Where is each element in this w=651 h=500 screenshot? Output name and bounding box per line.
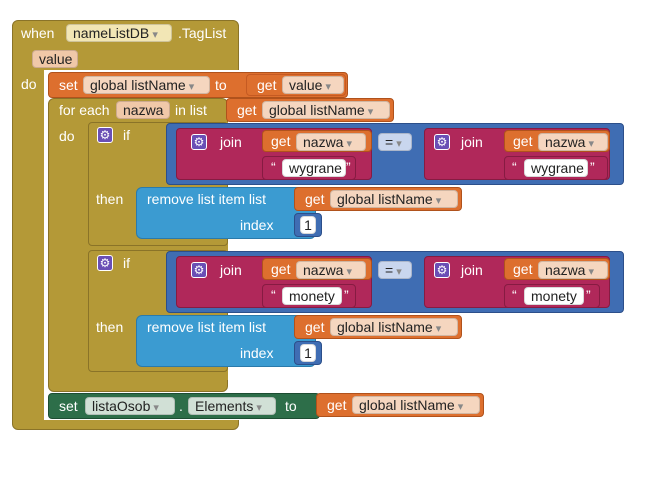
index-label: index: [240, 217, 274, 233]
get-label: get: [271, 261, 291, 277]
get-list-dropdown[interactable]: global listName: [262, 101, 390, 119]
if-label: if: [123, 127, 130, 143]
gear-icon[interactable]: ⚙: [191, 134, 207, 150]
join-label: join: [220, 262, 242, 278]
remove-list-item-block-1[interactable]: [136, 187, 316, 239]
get-value-dropdown[interactable]: value: [282, 76, 344, 94]
index-label: index: [240, 345, 274, 361]
remove-list-item-label: remove list item list: [147, 319, 267, 335]
close-quote: ”: [346, 159, 351, 175]
compare-operator-dropdown[interactable]: =: [378, 133, 412, 151]
event-name-label: .TagList: [178, 25, 227, 41]
get-label: get: [305, 319, 325, 335]
gear-icon[interactable]: ⚙: [434, 134, 450, 150]
close-quote: ”: [586, 287, 591, 303]
for-each-do-label: do: [59, 128, 75, 144]
gear-icon[interactable]: ⚙: [97, 255, 113, 271]
close-quote: ”: [590, 159, 595, 175]
component-dropdown[interactable]: listaOsob: [85, 397, 175, 415]
then-label: then: [96, 191, 124, 207]
property-dropdown[interactable]: Elements: [188, 397, 276, 415]
set-label: set: [59, 77, 78, 93]
index-number-field[interactable]: 1: [300, 216, 316, 234]
for-each-item-field[interactable]: nazwa: [116, 101, 170, 119]
gear-icon[interactable]: ⚙: [97, 127, 113, 143]
join-label: join: [220, 134, 242, 150]
compare-operator-dropdown[interactable]: =: [378, 261, 412, 279]
in-list-label: in list: [175, 102, 207, 118]
get-nazwa-dropdown[interactable]: nazwa: [538, 261, 608, 279]
join-label: join: [461, 262, 483, 278]
get-nazwa-dropdown[interactable]: nazwa: [538, 133, 608, 151]
open-quote: “: [271, 287, 276, 303]
get-label: get: [327, 397, 347, 413]
component-dropdown[interactable]: nameListDB: [66, 24, 172, 42]
open-quote: “: [512, 287, 517, 303]
text-literal-field[interactable]: monety: [524, 287, 584, 305]
text-literal-field[interactable]: wygrane: [524, 159, 588, 177]
get-label: get: [271, 133, 291, 149]
dot-label: .: [179, 398, 183, 414]
param-value-field[interactable]: value: [32, 50, 78, 68]
close-quote: ”: [344, 287, 349, 303]
get-nazwa-dropdown[interactable]: nazwa: [296, 133, 366, 151]
gear-icon[interactable]: ⚙: [434, 262, 450, 278]
remove-list-item-label: remove list item list: [147, 191, 267, 207]
set-var-dropdown[interactable]: global listName: [83, 76, 210, 94]
text-literal-field[interactable]: wygrane: [282, 159, 346, 177]
index-number-field[interactable]: 1: [300, 344, 316, 362]
do-label: do: [21, 76, 37, 92]
for-each-label: for each: [59, 102, 110, 118]
get-list-dropdown[interactable]: global listName: [330, 190, 458, 208]
get-label: get: [513, 133, 533, 149]
to-label: to: [215, 77, 227, 93]
to-label: to: [285, 398, 297, 414]
get-label: get: [237, 102, 257, 118]
get-label: get: [513, 261, 533, 277]
set-label: set: [59, 398, 78, 414]
text-literal-field[interactable]: monety: [282, 287, 342, 305]
if-label: if: [123, 255, 130, 271]
when-label: when: [21, 25, 55, 41]
open-quote: “: [512, 159, 517, 175]
join-label: join: [461, 134, 483, 150]
get-list-dropdown[interactable]: global listName: [330, 318, 458, 336]
get-nazwa-dropdown[interactable]: nazwa: [296, 261, 366, 279]
get-label: get: [257, 77, 277, 93]
get-list-dropdown[interactable]: global listName: [352, 396, 480, 414]
gear-icon[interactable]: ⚙: [191, 262, 207, 278]
open-quote: “: [271, 159, 276, 175]
remove-list-item-block-2[interactable]: [136, 315, 316, 367]
then-label: then: [96, 319, 124, 335]
get-label: get: [305, 191, 325, 207]
